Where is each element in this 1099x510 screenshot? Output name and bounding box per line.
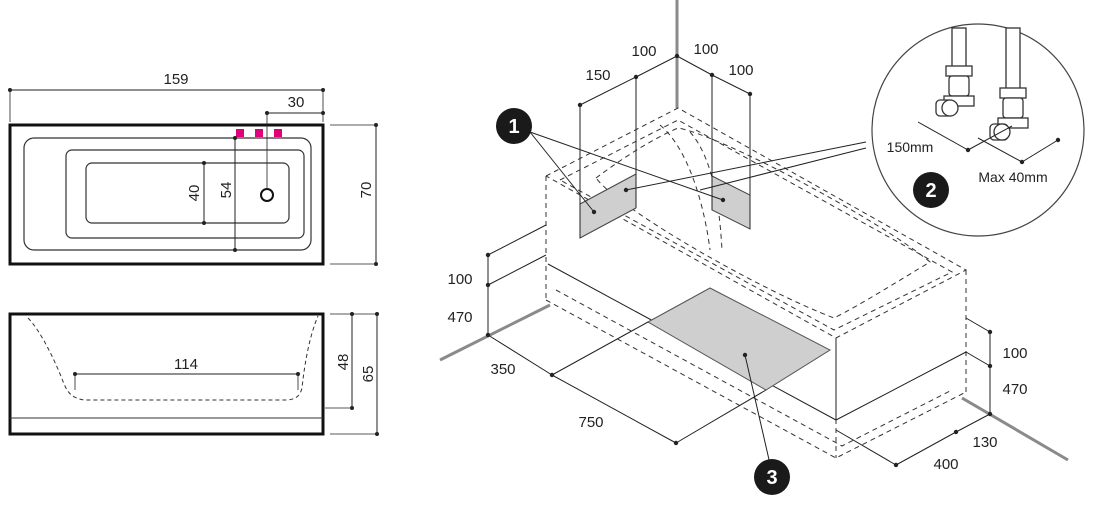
iso-dim-left-470: 470 [447, 309, 472, 326]
iso-dim-right-470: 470 [1002, 381, 1027, 398]
dim-label-65: 65 [360, 366, 377, 383]
tub-top-rim [23, 137, 312, 251]
dim-label-114: 114 [174, 356, 198, 373]
isometric-view: 150 100 100 100 100 470 350 750 100 470 … [439, 0, 1085, 495]
iso-dim-400: 400 [933, 456, 958, 473]
dim-label-54: 54 [218, 182, 235, 199]
iso-dim-350: 350 [490, 361, 515, 378]
callout-leaders [529, 131, 867, 465]
drain-icon [260, 188, 274, 202]
pipe-right [989, 27, 1029, 141]
pipe-left [935, 27, 975, 117]
iso-dim-lines [487, 55, 991, 466]
svg-text:2: 2 [925, 180, 936, 202]
tub-basin-profile [27, 315, 319, 401]
iso-dim-150: 150 [585, 67, 610, 84]
access-panel-left [579, 173, 637, 239]
detail-max-label: Max 40mm [978, 169, 1047, 185]
tub-top-inner-step [65, 149, 305, 239]
iso-dim-right-100: 100 [1002, 345, 1027, 362]
tap-detail: 150mm Max 40mm 2 [871, 23, 1085, 237]
detail-spacing-label: 150mm [887, 139, 934, 155]
tub-top-outline [8, 123, 325, 266]
dim-label-40: 40 [186, 185, 203, 202]
svg-text:1: 1 [508, 116, 519, 138]
iso-dim-left-100: 100 [447, 271, 472, 288]
svg-text:3: 3 [766, 467, 777, 489]
access-panel-right [711, 175, 751, 230]
access-panel-floor [646, 287, 832, 391]
dim-label-159: 159 [163, 71, 188, 88]
tub-side-outline [8, 312, 325, 436]
side-view: 114 48 65 [8, 312, 379, 436]
marker-squares [236, 129, 282, 137]
marker-square [236, 129, 244, 137]
marker-square [274, 129, 282, 137]
callout-badge-1: 1 [496, 108, 532, 144]
dim-label-70: 70 [358, 182, 375, 199]
tub-top-basin [85, 162, 290, 224]
iso-dim-100-a: 100 [631, 43, 656, 60]
iso-dim-750: 750 [578, 414, 603, 431]
callout-badge-3: 3 [754, 459, 790, 495]
top-view: 159 30 40 54 70 [8, 71, 378, 266]
iso-dim-130: 130 [972, 434, 997, 451]
iso-dim-100-c: 100 [728, 62, 753, 79]
dim-label-48: 48 [335, 354, 352, 371]
callout-badge-2: 2 [913, 172, 949, 208]
dim-label-30: 30 [288, 94, 305, 111]
iso-dim-100-b: 100 [693, 41, 718, 58]
marker-square [255, 129, 263, 137]
